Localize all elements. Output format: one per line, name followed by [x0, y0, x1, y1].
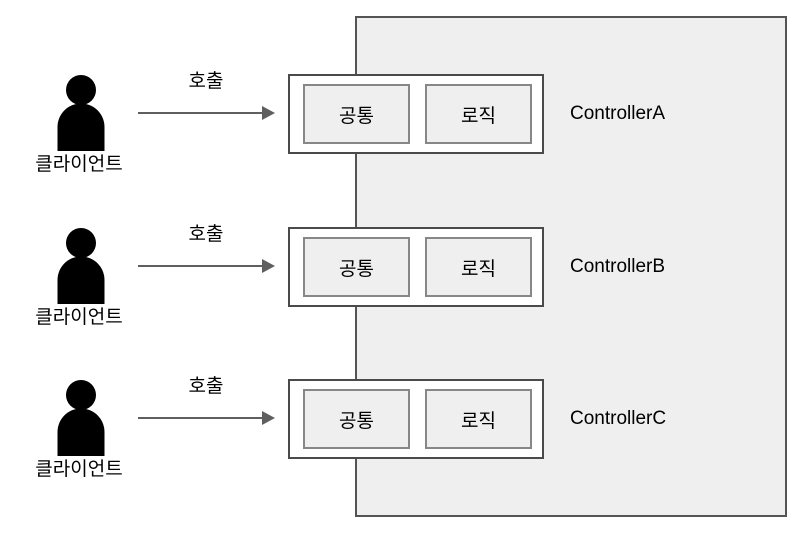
- diagram-row-controller-b: 클라이언트 호출 공통 로직 ControllerB: [0, 191, 801, 344]
- call-arrow-line: [138, 417, 264, 419]
- logic-box: 로직: [425, 84, 532, 144]
- person-icon: [57, 228, 105, 304]
- diagram-row-controller-a: 클라이언트 호출 공통 로직 ControllerA: [0, 38, 801, 191]
- call-arrow-head-icon: [262, 411, 275, 425]
- common-box: 공통: [303, 389, 410, 449]
- call-label: 호출: [188, 224, 224, 245]
- call-label: 호출: [188, 376, 224, 397]
- controller-name-label: ControllerC: [570, 408, 667, 429]
- client-label: 클라이언트: [35, 307, 123, 328]
- controller-name-label: ControllerA: [570, 103, 666, 124]
- call-arrow-line: [138, 112, 264, 114]
- client-label: 클라이언트: [35, 154, 123, 175]
- call-label: 호출: [188, 71, 224, 92]
- controller-box: 공통 로직: [288, 227, 544, 307]
- call-arrow-line: [138, 265, 264, 267]
- call-arrow-head-icon: [262, 259, 275, 273]
- logic-box: 로직: [425, 237, 532, 297]
- controller-name-label: ControllerB: [570, 256, 666, 277]
- logic-box: 로직: [425, 389, 532, 449]
- controller-box: 공통 로직: [288, 74, 544, 154]
- client-label: 클라이언트: [35, 459, 123, 480]
- controller-box: 공통 로직: [288, 379, 544, 459]
- diagram-row-controller-c: 클라이언트 호출 공통 로직 ControllerC: [0, 343, 801, 496]
- person-icon: [57, 75, 105, 151]
- common-box: 공통: [303, 237, 410, 297]
- person-icon: [57, 380, 105, 456]
- call-arrow-head-icon: [262, 106, 275, 120]
- common-box: 공통: [303, 84, 410, 144]
